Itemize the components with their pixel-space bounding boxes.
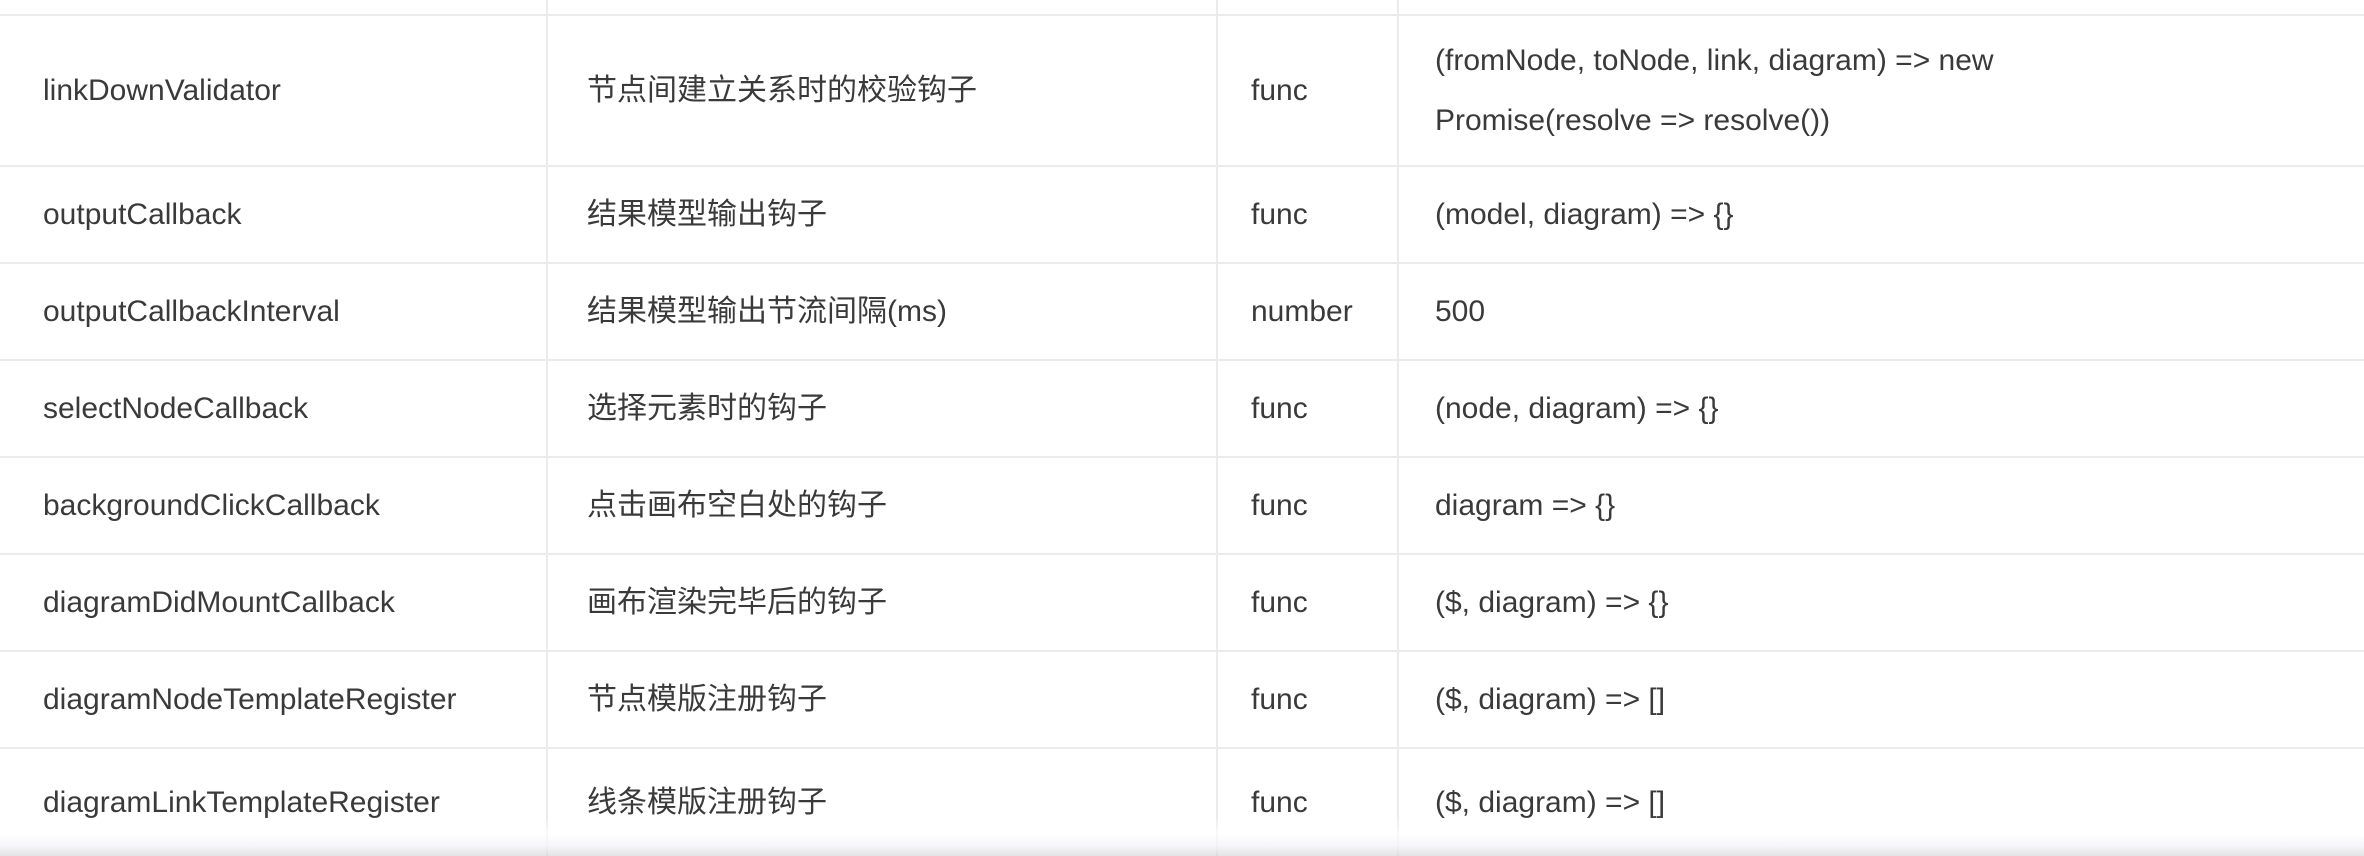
prop-name-cell: diagramNodeTemplateRegister — [0, 650, 548, 748]
type-cell: number — [1217, 262, 1399, 360]
type-cell: func — [1217, 456, 1399, 554]
type-cell: func — [1217, 165, 1399, 263]
type-cell: func — [1217, 747, 1399, 856]
table-row: outputCallbackInterval 结果模型输出节流间隔(ms) nu… — [0, 262, 2364, 360]
description-cell: 画布渲染完毕后的钩子 — [547, 553, 1218, 651]
description-cell: 结果模型输出钩子 — [547, 165, 1218, 263]
table-row: linkDownValidator 节点间建立关系时的校验钩子 func (fr… — [0, 14, 2364, 166]
default-value-cell: 500 — [1398, 262, 2364, 360]
default-value-cell: ($, diagram) => [] — [1398, 747, 2364, 856]
default-value-cell: (node, diagram) => {} — [1398, 359, 2364, 457]
description-cell: 点击画布空白处的钩子 — [547, 456, 1218, 554]
prop-name-cell: diagramLinkTemplateRegister — [0, 747, 548, 856]
type-cell: func — [1217, 553, 1399, 651]
default-value-cell: (fromNode, toNode, link, diagram) => new… — [1398, 14, 2364, 166]
clipped-cell — [0, 0, 548, 15]
prop-name-cell: outputCallback — [0, 165, 548, 263]
default-value-cell: ($, diagram) => [] — [1398, 650, 2364, 748]
description-cell: 节点模版注册钩子 — [547, 650, 1218, 748]
prop-name-cell: selectNodeCallback — [0, 359, 548, 457]
description-cell: 选择元素时的钩子 — [547, 359, 1218, 457]
table-row: selectNodeCallback 选择元素时的钩子 func (node, … — [0, 359, 2364, 457]
default-value-cell: ($, diagram) => {} — [1398, 553, 2364, 651]
clipped-cell — [547, 0, 1218, 15]
prop-name-cell: diagramDidMountCallback — [0, 553, 548, 651]
description-cell: 节点间建立关系时的校验钩子 — [547, 14, 1218, 166]
prop-name-cell: backgroundClickCallback — [0, 456, 548, 554]
default-value-cell: (model, diagram) => {} — [1398, 165, 2364, 263]
clipped-cell — [1398, 0, 2364, 15]
clipped-cell — [1217, 0, 1399, 15]
default-value-cell: diagram => {} — [1398, 456, 2364, 554]
prop-name-cell: outputCallbackInterval — [0, 262, 548, 360]
prop-name-cell: linkDownValidator — [0, 14, 548, 166]
clipped-row-top — [0, 0, 2364, 15]
type-cell: func — [1217, 650, 1399, 748]
table-row: outputCallback 结果模型输出钩子 func (model, dia… — [0, 165, 2364, 263]
description-cell: 结果模型输出节流间隔(ms) — [547, 262, 1218, 360]
table-row: diagramLinkTemplateRegister 线条模版注册钩子 fun… — [0, 747, 2364, 856]
type-cell: func — [1217, 359, 1399, 457]
table-row: backgroundClickCallback 点击画布空白处的钩子 func … — [0, 456, 2364, 554]
type-cell: func — [1217, 14, 1399, 166]
description-cell: 线条模版注册钩子 — [547, 747, 1218, 856]
table-row: diagramNodeTemplateRegister 节点模版注册钩子 fun… — [0, 650, 2364, 748]
table-row: diagramDidMountCallback 画布渲染完毕后的钩子 func … — [0, 553, 2364, 651]
